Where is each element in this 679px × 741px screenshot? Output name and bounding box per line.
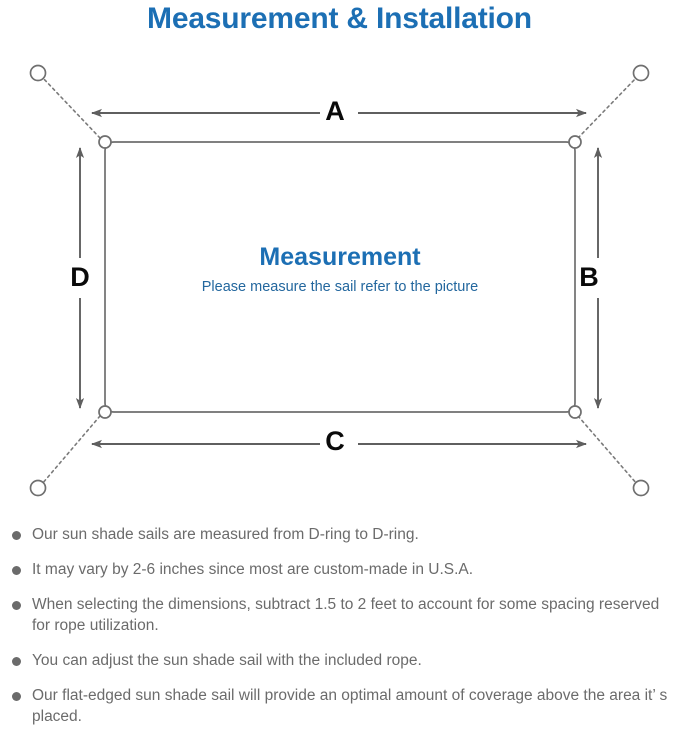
anchor-top-right-icon [632, 64, 650, 82]
d-ring-top-left-icon [98, 135, 112, 149]
notes-list: Our sun shade sails are measured from D-… [0, 524, 679, 741]
diagram-canvas [29, 64, 650, 497]
anchor-rings [29, 64, 650, 497]
anchor-bottom-left-icon [29, 479, 47, 497]
measurement-diagram: A B C D Measurement Please measure the s… [0, 46, 679, 516]
d-ring-bottom-left-icon [98, 405, 112, 419]
note-text: When selecting the dimensions, subtract … [32, 596, 660, 634]
bullet-icon [12, 531, 21, 540]
bullet-icon [12, 566, 21, 575]
dimension-label-d: D [70, 262, 90, 292]
list-item: You can adjust the sun shade sail with t… [0, 650, 679, 671]
list-item: When selecting the dimensions, subtract … [0, 594, 679, 636]
anchor-bottom-right-icon [632, 479, 650, 497]
bullet-icon [12, 657, 21, 666]
dimension-label-b: B [579, 262, 599, 292]
note-text: Our sun shade sails are measured from D-… [32, 526, 419, 543]
dimension-label-c: C [325, 426, 345, 456]
rope-line-bottom-left [41, 415, 101, 485]
bullet-icon [12, 692, 21, 701]
note-text: It may vary by 2-6 inches since most are… [32, 561, 474, 578]
anchor-top-left-icon [29, 64, 47, 82]
note-text: Our flat-edged sun shade sail will provi… [32, 687, 668, 725]
d-ring-bottom-right-icon [568, 405, 582, 419]
dimension-label-a: A [325, 96, 345, 126]
rope-lines [41, 76, 638, 485]
list-item: Our flat-edged sun shade sail will provi… [0, 685, 679, 727]
rope-line-top-right [577, 76, 638, 139]
d-ring-top-right-icon [568, 135, 582, 149]
bullet-icon [12, 601, 21, 610]
note-text: You can adjust the sun shade sail with t… [32, 652, 422, 669]
sail-rectangle [104, 141, 576, 413]
list-item: Our sun shade sails are measured from D-… [0, 524, 679, 545]
rope-line-bottom-right [577, 415, 638, 485]
d-rings [98, 135, 582, 419]
list-item: It may vary by 2-6 inches since most are… [0, 559, 679, 580]
page-title: Measurement & Installation [147, 2, 532, 35]
rope-line-top-left [41, 76, 101, 139]
